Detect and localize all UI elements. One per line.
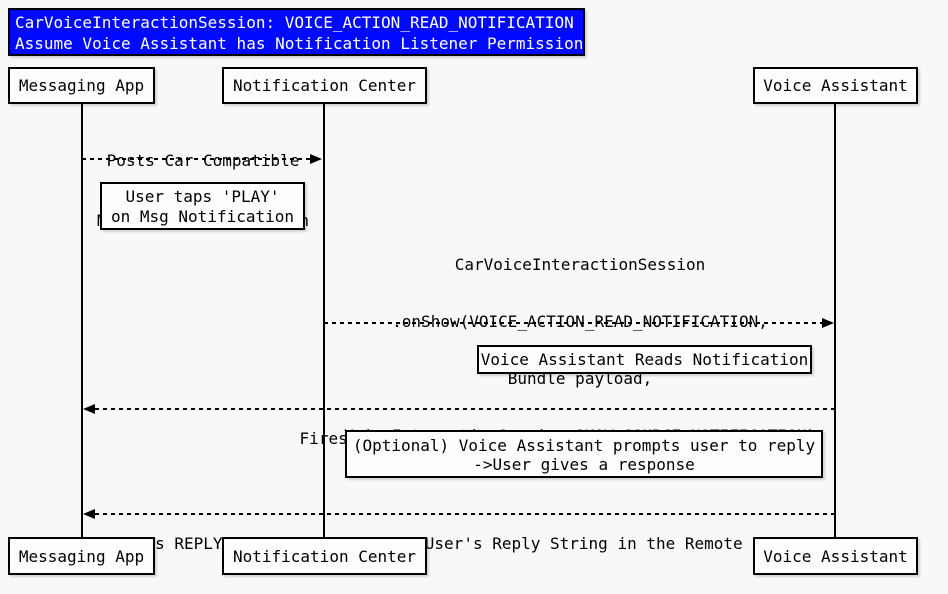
message-arrow-4-head (83, 509, 95, 519)
message-line: CarVoiceInteractionSession (454, 255, 706, 274)
actor-top-notification-center: Notification Center (222, 67, 427, 104)
note-voice-assistant-reads: Voice Assistant Reads Notification (477, 345, 812, 374)
message-arrow-3-line (95, 408, 835, 410)
actor-label: Messaging App (18, 76, 145, 95)
actor-label: Notification Center (232, 76, 417, 95)
lifeline-voice-assistant (834, 104, 836, 537)
lifeline-messaging-app (81, 104, 83, 537)
actor-bottom-notification-center: Notification Center (222, 537, 427, 575)
actor-label: Voice Assistant (763, 76, 908, 95)
note-user-taps-play: User taps 'PLAY' on Msg Notification (100, 182, 305, 230)
actor-label: Messaging App (18, 546, 145, 566)
message-label-reply-intent: Fires REPLY Pending Intent with User's R… (82, 496, 835, 591)
message-arrow-1-head (310, 154, 322, 164)
actor-label: Notification Center (232, 546, 417, 566)
actor-top-voice-assistant: Voice Assistant (753, 67, 918, 104)
message-line: Posts Car Compatible (106, 151, 300, 170)
note-line: Voice Assistant Reads Notification (480, 350, 809, 369)
message-arrow-3-head (83, 404, 95, 414)
actor-label: Voice Assistant (763, 546, 908, 566)
message-arrow-4-line (95, 513, 835, 515)
message-arrow-2-line (324, 322, 822, 324)
diagram-title-line-2: Assume Voice Assistant has Notification … (15, 34, 584, 53)
note-optional-reply-prompt: (Optional) Voice Assistant prompts user … (345, 430, 823, 478)
message-line: .onShow(VOICE_ACTION_READ_NOTIFICATION, (325, 312, 835, 331)
note-line: ->User gives a response (473, 455, 695, 474)
note-line: User taps 'PLAY' (125, 187, 280, 206)
diagram-title-line-1: CarVoiceInteractionSession: VOICE_ACTION… (15, 13, 574, 32)
diagram-title: CarVoiceInteractionSession: VOICE_ACTION… (8, 8, 585, 56)
actor-bottom-voice-assistant: Voice Assistant (753, 537, 918, 575)
actor-top-messaging-app: Messaging App (8, 67, 155, 104)
actor-bottom-messaging-app: Messaging App (8, 537, 155, 575)
lifeline-notification-center (323, 104, 325, 537)
message-arrow-1-line (82, 158, 311, 160)
note-line: (Optional) Voice Assistant prompts user … (352, 436, 816, 455)
message-line: Fires REPLY Pending Intent with User's R… (116, 534, 801, 553)
message-arrow-2-head (822, 318, 834, 328)
note-line: on Msg Notification (110, 207, 295, 226)
